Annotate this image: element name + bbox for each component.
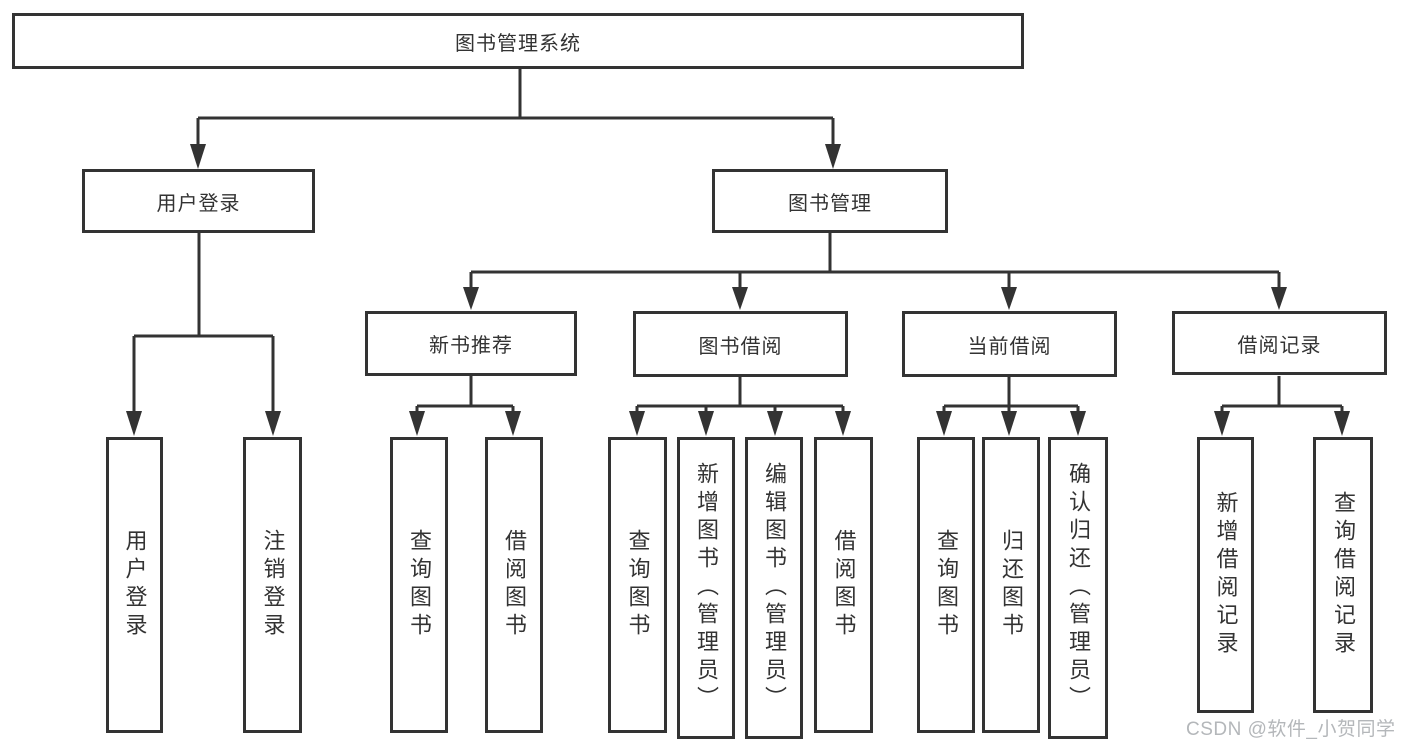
node-new-book-recommend: 新书推荐 [365, 311, 577, 376]
leaf-borrow-query-books: 查询图书 [608, 437, 667, 733]
arrowhead-icon [1001, 411, 1017, 436]
arrowhead-icon [505, 411, 521, 436]
leaf-record-query-borrow-record: 查询借阅记录 [1313, 437, 1373, 713]
connector-new-book-recommend-to-children [409, 376, 521, 436]
arrowhead-icon [1001, 287, 1017, 310]
csdn-watermark: CSDN @软件_小贺同学 [1186, 719, 1396, 740]
leaf-current-return-books-label: 归还图书 [999, 529, 1024, 641]
node-book-borrow: 图书借阅 [633, 311, 848, 377]
connector-user-login-to-children [126, 232, 281, 436]
arrowhead-icon [698, 411, 714, 436]
arrowhead-icon [767, 411, 783, 436]
arrowhead-icon [732, 287, 748, 310]
leaf-record-query-borrow-record-label: 查询借阅记录 [1331, 491, 1356, 659]
node-book-management-label: 图书管理 [788, 192, 872, 215]
arrowhead-icon [190, 144, 206, 169]
leaf-recommend-borrow-books-label: 借阅图书 [502, 529, 527, 641]
node-borrow-record-label: 借阅记录 [1237, 334, 1322, 357]
arrowhead-icon [1214, 411, 1230, 436]
arrowhead-icon [463, 287, 479, 310]
node-book-borrow-label: 图书借阅 [698, 335, 783, 358]
leaf-current-confirm-return-admin: 确认归还（管理员） [1048, 437, 1108, 739]
node-current-borrow: 当前借阅 [902, 311, 1117, 377]
leaf-current-query-books: 查询图书 [917, 437, 975, 733]
arrowhead-icon [1334, 411, 1350, 436]
leaf-record-add-borrow-record: 新增借阅记录 [1197, 437, 1254, 713]
node-book-management: 图书管理 [712, 169, 948, 233]
leaf-recommend-borrow-books: 借阅图书 [485, 437, 543, 733]
leaf-borrow-edit-books-admin: 编辑图书（管理员） [745, 437, 803, 739]
connector-book-management-to-level2 [463, 232, 1287, 310]
node-root-system-label: 图书管理系统 [455, 32, 581, 55]
leaf-recommend-query-books: 查询图书 [390, 437, 448, 733]
connector-current-borrow-to-children [936, 376, 1086, 436]
leaf-current-return-books: 归还图书 [982, 437, 1040, 733]
leaf-current-query-books-label: 查询图书 [934, 529, 959, 641]
arrowhead-icon [825, 144, 841, 169]
leaf-borrow-edit-books-admin-label: 编辑图书（管理员） [762, 462, 787, 714]
arrowhead-icon [936, 411, 952, 436]
arrowhead-icon [409, 411, 425, 436]
arrowhead-icon [835, 411, 851, 436]
node-user-login-label: 用户登录 [156, 192, 241, 215]
node-user-login: 用户登录 [82, 169, 315, 233]
node-current-borrow-label: 当前借阅 [967, 335, 1052, 358]
leaf-logout-login: 注销登录 [243, 437, 302, 733]
leaf-user-login-label: 用户登录 [122, 529, 148, 641]
arrowhead-icon [126, 411, 142, 436]
leaf-record-add-borrow-record-label: 新增借阅记录 [1213, 491, 1239, 659]
arrowhead-icon [1271, 287, 1287, 310]
leaf-recommend-query-books-label: 查询图书 [407, 529, 432, 641]
connector-book-borrow-to-children [629, 376, 851, 436]
leaf-borrow-add-books-admin-label: 新增图书（管理员） [694, 462, 719, 714]
arrowhead-icon [1070, 411, 1086, 436]
leaf-borrow-query-books-label: 查询图书 [625, 529, 651, 641]
leaf-user-login: 用户登录 [106, 437, 163, 733]
leaf-borrow-add-books-admin: 新增图书（管理员） [677, 437, 735, 739]
arrowhead-icon [629, 411, 645, 436]
leaf-borrow-borrow-books: 借阅图书 [814, 437, 873, 733]
node-root-system: 图书管理系统 [12, 13, 1024, 69]
arrowhead-icon [265, 411, 281, 436]
leaf-borrow-borrow-books-label: 借阅图书 [831, 529, 857, 641]
leaf-current-confirm-return-admin-label: 确认归还（管理员） [1066, 462, 1091, 714]
node-borrow-record: 借阅记录 [1172, 311, 1387, 375]
node-new-book-recommend-label: 新书推荐 [429, 335, 513, 357]
connector-root-to-level1 [190, 68, 841, 169]
connector-borrow-record-to-children [1214, 376, 1350, 436]
leaf-logout-login-label: 注销登录 [260, 529, 286, 641]
